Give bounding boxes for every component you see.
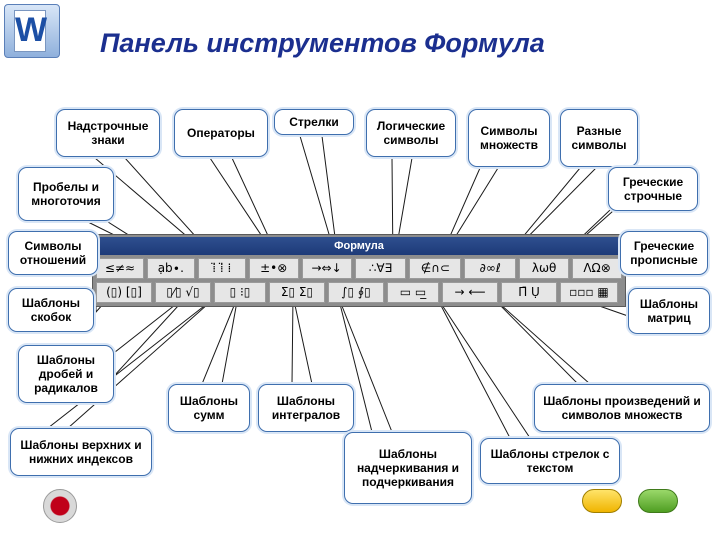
leader-labeled-arrows [435,295,531,439]
callout-integrals: Шаблоны интегралов [258,384,354,432]
callout-operators: Операторы [174,109,268,157]
misc-palette-button[interactable]: ∂∞ℓ [464,258,517,279]
relations-palette-button[interactable]: ≤≠≈ [96,258,144,279]
callout-scripts: Шаблоны верхних и нижних индексов [10,428,152,476]
toolbar-row-templates: (▯) [▯] ▯⁄▯ √▯ ▯ ⁝▯ Σ▯ Σ▯ ∫▯ ∮▯ ▭ ▭̲ → ⟵… [93,279,625,303]
word-logo-icon: W [4,4,60,58]
logic-palette-button[interactable]: ∴∀∃ [354,258,407,279]
green-pill-button-icon[interactable] [638,489,678,513]
toolbar-row-symbols: ≤≠≈ ạb∙. ⁞̈ ⁞̈ ⁞ ±•⊗ →⇔↓ ∴∀∃ ∉∩⊂ ∂∞ℓ λωθ… [93,255,625,279]
spaces-palette-button[interactable]: ạb∙. [146,258,195,279]
overhead-palette-button[interactable]: ⁞̈ ⁞̈ ⁞ [197,258,246,279]
toolbar-titlebar[interactable]: Формула [95,237,623,255]
leader-integrals [291,295,313,385]
callout-brackets: Шаблоны скобок [8,288,94,332]
callout-spaces: Пробелы и многоточия [18,167,114,221]
red-stop-button-icon[interactable] [43,489,77,523]
arrows-palette-button[interactable]: →⇔↓ [301,258,352,279]
fractions-template-button[interactable]: ▯⁄▯ √▯ [155,282,211,303]
yellow-pill-button-icon[interactable] [582,489,622,513]
callout-relations: Символы отношений [8,231,98,275]
callout-products: Шаблоны произведений и символов множеств [534,384,710,432]
callout-sums: Шаблоны сумм [168,384,250,432]
equation-toolbar: Формула ≤≠≈ ạb∙. ⁞̈ ⁞̈ ⁞ ±•⊗ →⇔↓ ∴∀∃ ∉∩⊂… [92,234,626,307]
greek-upper-palette-button[interactable]: ΛΩ⊗ [572,258,623,279]
callout-greek-lower: Греческие строчные [608,167,698,211]
callout-underover: Шаблоны надчеркивания и подчеркивания [344,432,472,504]
word-logo-letter: W [15,11,48,49]
callout-overhead: Надстрочные знаки [56,109,160,157]
callout-fractions: Шаблоны дробей и радикалов [18,345,114,403]
callout-matrices: Шаблоны матриц [628,288,710,334]
scripts-template-button[interactable]: ▯ ⁝▯ [214,282,266,303]
greek-lower-palette-button[interactable]: λωθ [519,258,570,279]
callout-misc: Разные символы [560,109,638,167]
callout-labeled-arrows: Шаблоны стрелок с текстом [480,438,620,484]
page-title: Панель инструментов Формула [100,28,545,58]
callout-arrows: Стрелки [274,109,354,135]
sums-template-button[interactable]: Σ▯ Σ▯ [269,282,325,303]
leader-sums [201,295,239,385]
integrals-template-button[interactable]: ∫▯ ∮▯ [328,282,384,303]
operators-palette-button[interactable]: ±•⊗ [248,258,299,279]
brackets-template-button[interactable]: (▯) [▯] [96,282,152,303]
word-logo-document [14,10,46,52]
underover-template-button[interactable]: ▭ ▭̲ [387,282,439,303]
leader-products [490,295,592,385]
callout-sets: Символы множеств [468,109,550,167]
labeled-arrows-template-button[interactable]: → ⟵ [442,282,498,303]
sets-palette-button[interactable]: ∉∩⊂ [409,258,462,279]
callout-logic: Логические символы [366,109,456,157]
products-template-button[interactable]: Π̄ Ụ [501,282,557,303]
callout-greek-upper: Греческие прописные [620,231,708,275]
matrices-template-button[interactable]: ▫▫▫ ▦ [560,282,618,303]
